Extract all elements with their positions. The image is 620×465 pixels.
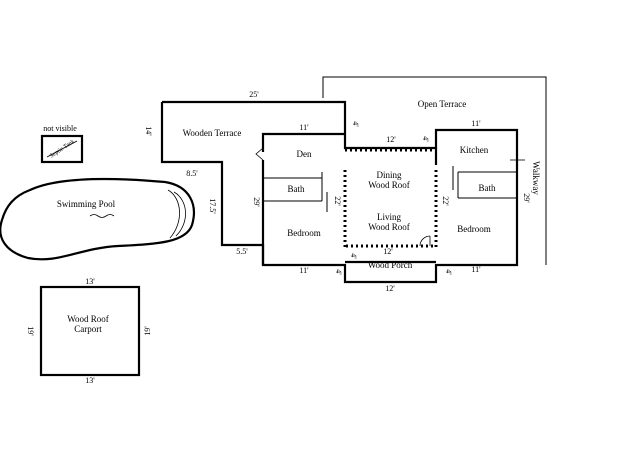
room-label-bath-right: Bath <box>479 183 496 193</box>
open-terrace-outline <box>322 76 547 265</box>
dim-four-porch-right: 4' <box>444 269 453 275</box>
dim-carport-19-right: 19' <box>143 326 152 336</box>
room-label-wooden-terrace: Wooden Terrace <box>183 128 242 138</box>
pool-step-2 <box>173 191 186 237</box>
room-label-living: Living <box>377 212 401 222</box>
dim-bedroom-29-right: 29' <box>522 193 531 203</box>
dim-carport-13-top: 13' <box>85 277 95 286</box>
dim-top-25: 25' <box>249 90 259 99</box>
dim-porch-12-bottom: 12' <box>385 284 395 293</box>
room-label-wood-porch: Wood Porch <box>368 260 413 270</box>
room-label-bath-left: Bath <box>288 184 305 194</box>
porch-door-arc <box>419 235 431 247</box>
dim-center-22-left: 22' <box>333 196 342 206</box>
room-label-kitchen: Kitchen <box>460 145 489 155</box>
room-label-dining-roof: Wood Roof <box>368 180 410 190</box>
dim-carport-13-bottom: 13' <box>85 376 95 385</box>
septic-tank-divider <box>46 140 78 158</box>
room-label-living-roof: Wood Roof <box>368 222 410 232</box>
dim-bottom-11-left: 11' <box>299 266 309 275</box>
dim-four-porch-left: 4' <box>349 253 358 259</box>
note-not-visible: not visible <box>43 124 77 133</box>
dim-four-porch-bottom-left: 4' <box>334 269 343 275</box>
dim-terrace-11: 11' <box>299 123 309 132</box>
den-door <box>255 147 264 161</box>
room-label-bedroom-right: Bedroom <box>457 224 491 234</box>
dim-center-22-right: 22' <box>441 196 450 206</box>
pool-water-wave <box>89 214 115 218</box>
dim-porch-12-top: 12' <box>383 247 393 256</box>
septic-tank-box <box>40 134 84 164</box>
carport-box <box>39 285 141 377</box>
den-top-wall <box>261 132 345 152</box>
swimming-pool-outline <box>0 177 195 261</box>
dim-bottom-11-right: 11' <box>471 265 481 274</box>
room-label-dining: Dining <box>376 170 402 180</box>
septic-tank-label: Septic Tank <box>49 139 76 160</box>
dim-carport-19-left: 19' <box>26 326 35 336</box>
outer-wall <box>160 100 519 284</box>
room-label-open-terrace: Open Terrace <box>418 99 466 109</box>
dim-bedroom-29-left: 29' <box>252 197 261 207</box>
room-label-carport: Carport <box>74 324 102 334</box>
dim-kitchen-11: 11' <box>471 119 481 128</box>
dim-left-17-5: 17.5' <box>208 198 217 214</box>
room-label-den: Den <box>297 149 312 159</box>
pool-step-1 <box>167 189 180 239</box>
walkway-label: Walkway <box>531 161 541 195</box>
room-label-swimming-pool: Swimming Pool <box>57 199 116 209</box>
room-label-bedroom-left: Bedroom <box>287 228 321 238</box>
room-label-carport-roof: Wood Roof <box>67 314 109 324</box>
dim-four-top-left: 4' <box>351 121 360 127</box>
dim-left-5-5: 5.5' <box>236 247 248 256</box>
dim-left-8-5: 8.5' <box>186 169 198 178</box>
dim-dining-12: 12' <box>386 135 396 144</box>
dim-four-top-right: 4' <box>421 136 430 142</box>
dim-terrace-14: 14' <box>144 126 153 136</box>
